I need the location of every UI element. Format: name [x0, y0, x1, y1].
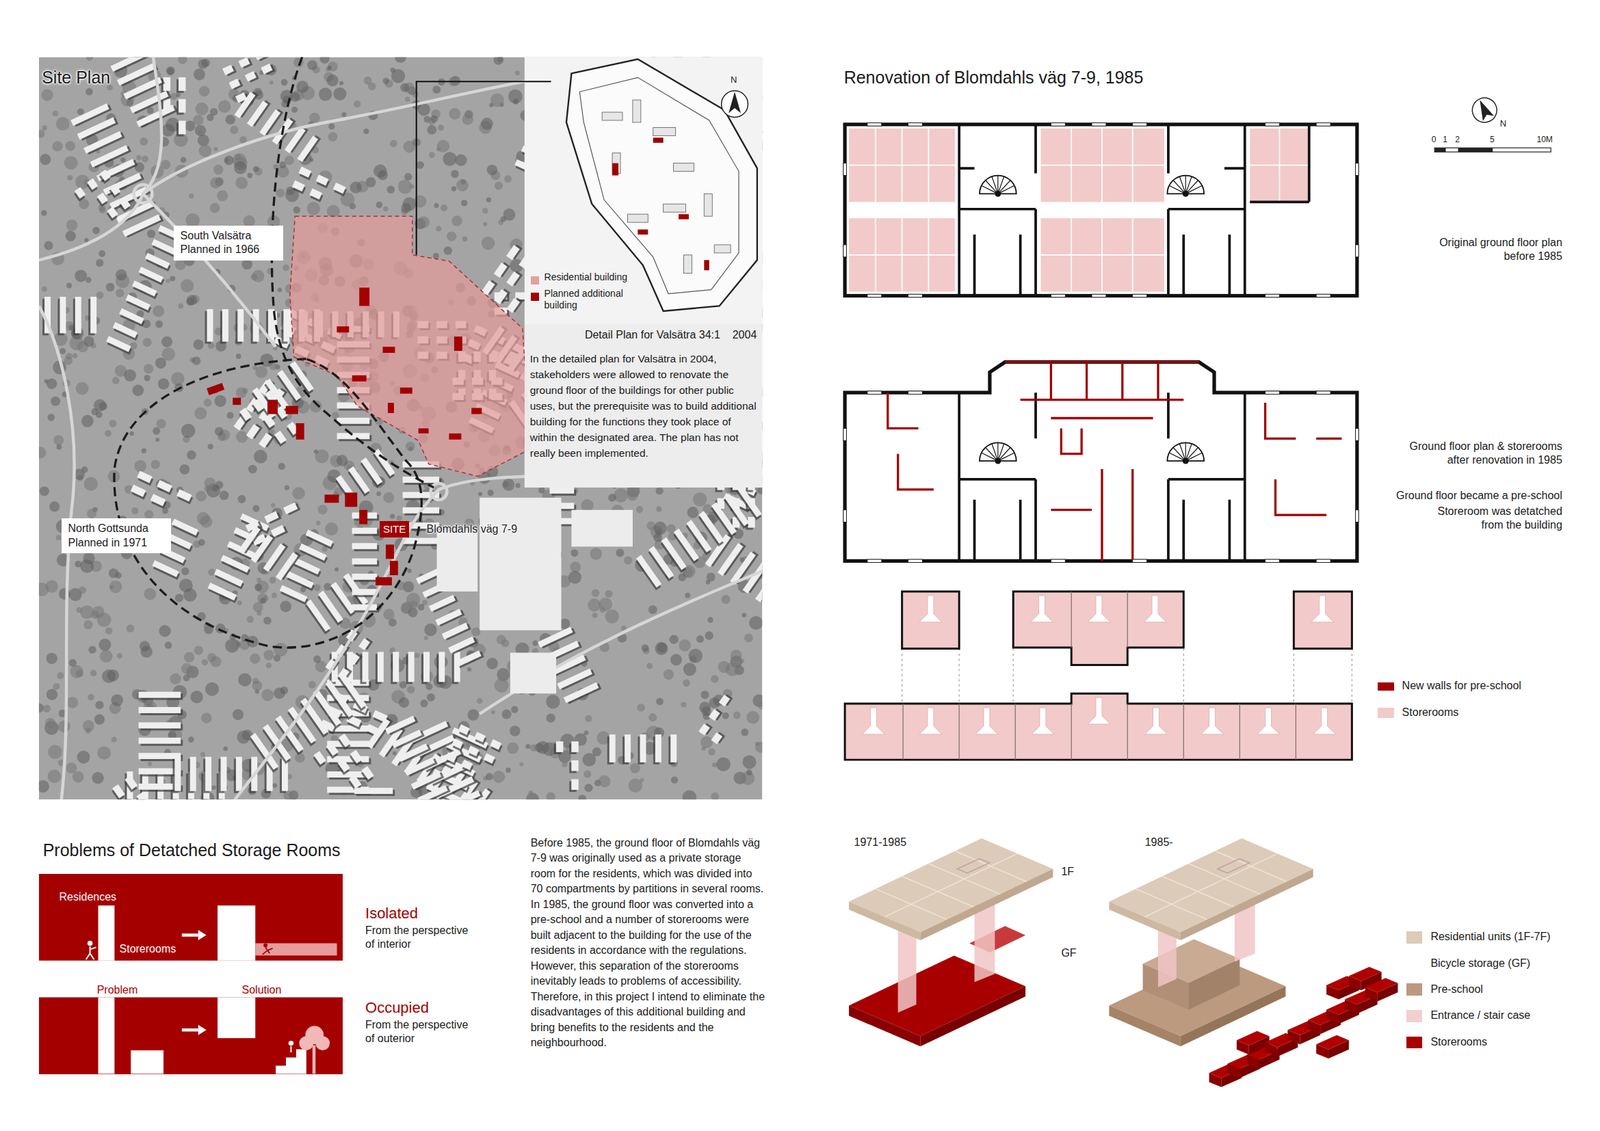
board: South Valsätra Planned in 1966Detail Pla… [0, 0, 1600, 1131]
